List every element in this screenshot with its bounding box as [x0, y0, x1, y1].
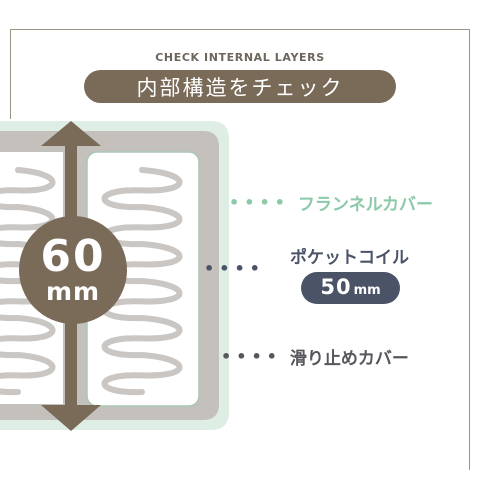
frame-left-line: [10, 29, 11, 119]
coil-spiral-right: [101, 167, 183, 396]
frame-top-line: [10, 29, 470, 30]
coil-size-pill: 50 mm: [301, 272, 400, 304]
coil-size-unit: mm: [353, 283, 381, 298]
pocket-coil-leader: ••••: [204, 259, 273, 278]
thickness-value: 60: [40, 231, 106, 282]
frame-right-line: [469, 29, 470, 470]
leader-dots: ••••: [221, 347, 282, 366]
leader-dots: ••••: [229, 193, 290, 212]
pocket-coils: [0, 167, 183, 396]
anti-slip-cover-label: •••• 滑り止めカバー: [221, 344, 409, 369]
heading-english: CHECK INTERNAL LAYERS: [155, 51, 325, 64]
pocket-coil-text: ポケットコイル: [290, 248, 409, 268]
flannel-cover-text: フランネルカバー: [297, 195, 434, 215]
coil-spiral-left: [0, 167, 56, 396]
thickness-badge: 60 mm: [19, 216, 127, 324]
coil-size-value: 50: [320, 275, 352, 299]
flannel-cover-label: •••• フランネルカバー: [229, 190, 433, 215]
pocket-coil-label: ポケットコイル: [290, 243, 409, 268]
thickness-unit: mm: [45, 277, 101, 306]
heading-pill: 内部構造をチェック: [84, 70, 396, 103]
leader-dots: ••••: [204, 259, 265, 278]
heading-japanese: 内部構造をチェック: [136, 75, 344, 100]
anti-slip-cover-text: 滑り止めカバー: [289, 349, 409, 369]
